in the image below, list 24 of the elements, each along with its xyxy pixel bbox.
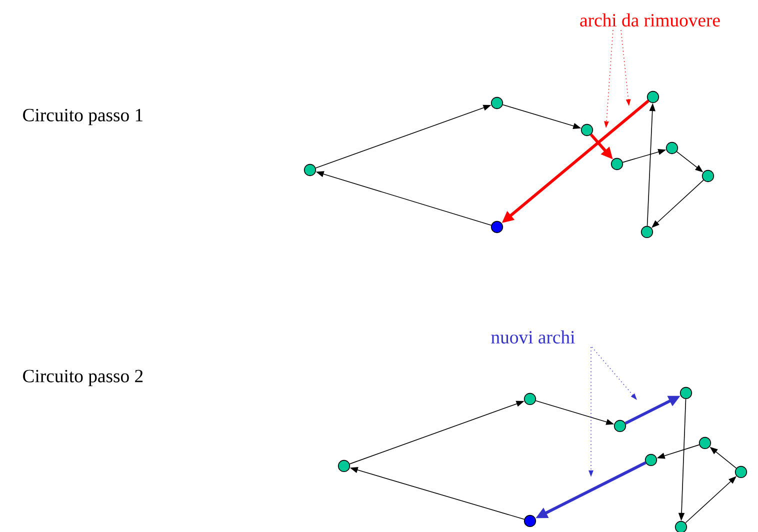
vertex-dot <box>580 124 594 136</box>
annotation-label: archi da rimuovere <box>580 13 720 27</box>
vertex-dot <box>490 96 504 110</box>
circuit-label: Circuito passo 1 <box>23 108 142 126</box>
vertex-dot <box>610 158 624 170</box>
vertex-dot <box>680 386 692 400</box>
vertex-dot <box>338 460 350 472</box>
vertex-dot <box>666 142 678 154</box>
vertex-dot <box>702 170 714 182</box>
vertex-dot <box>674 520 688 532</box>
arrow <box>685 476 736 524</box>
vertex-dot <box>698 436 712 450</box>
vertex-dot <box>524 514 536 528</box>
vertex-dot <box>644 454 658 466</box>
vertex-dot <box>614 420 626 432</box>
arrow <box>652 180 704 228</box>
vertex-dot <box>640 226 654 238</box>
vertex-dot <box>524 392 536 406</box>
vertex-dot <box>304 164 316 176</box>
circuit-label: Circuito passo 2 <box>23 370 143 386</box>
vertex-dot <box>490 220 504 234</box>
annotation-label: nuovi archi <box>491 330 575 344</box>
vertex-dot <box>734 466 748 478</box>
vertex-dot <box>646 90 660 104</box>
